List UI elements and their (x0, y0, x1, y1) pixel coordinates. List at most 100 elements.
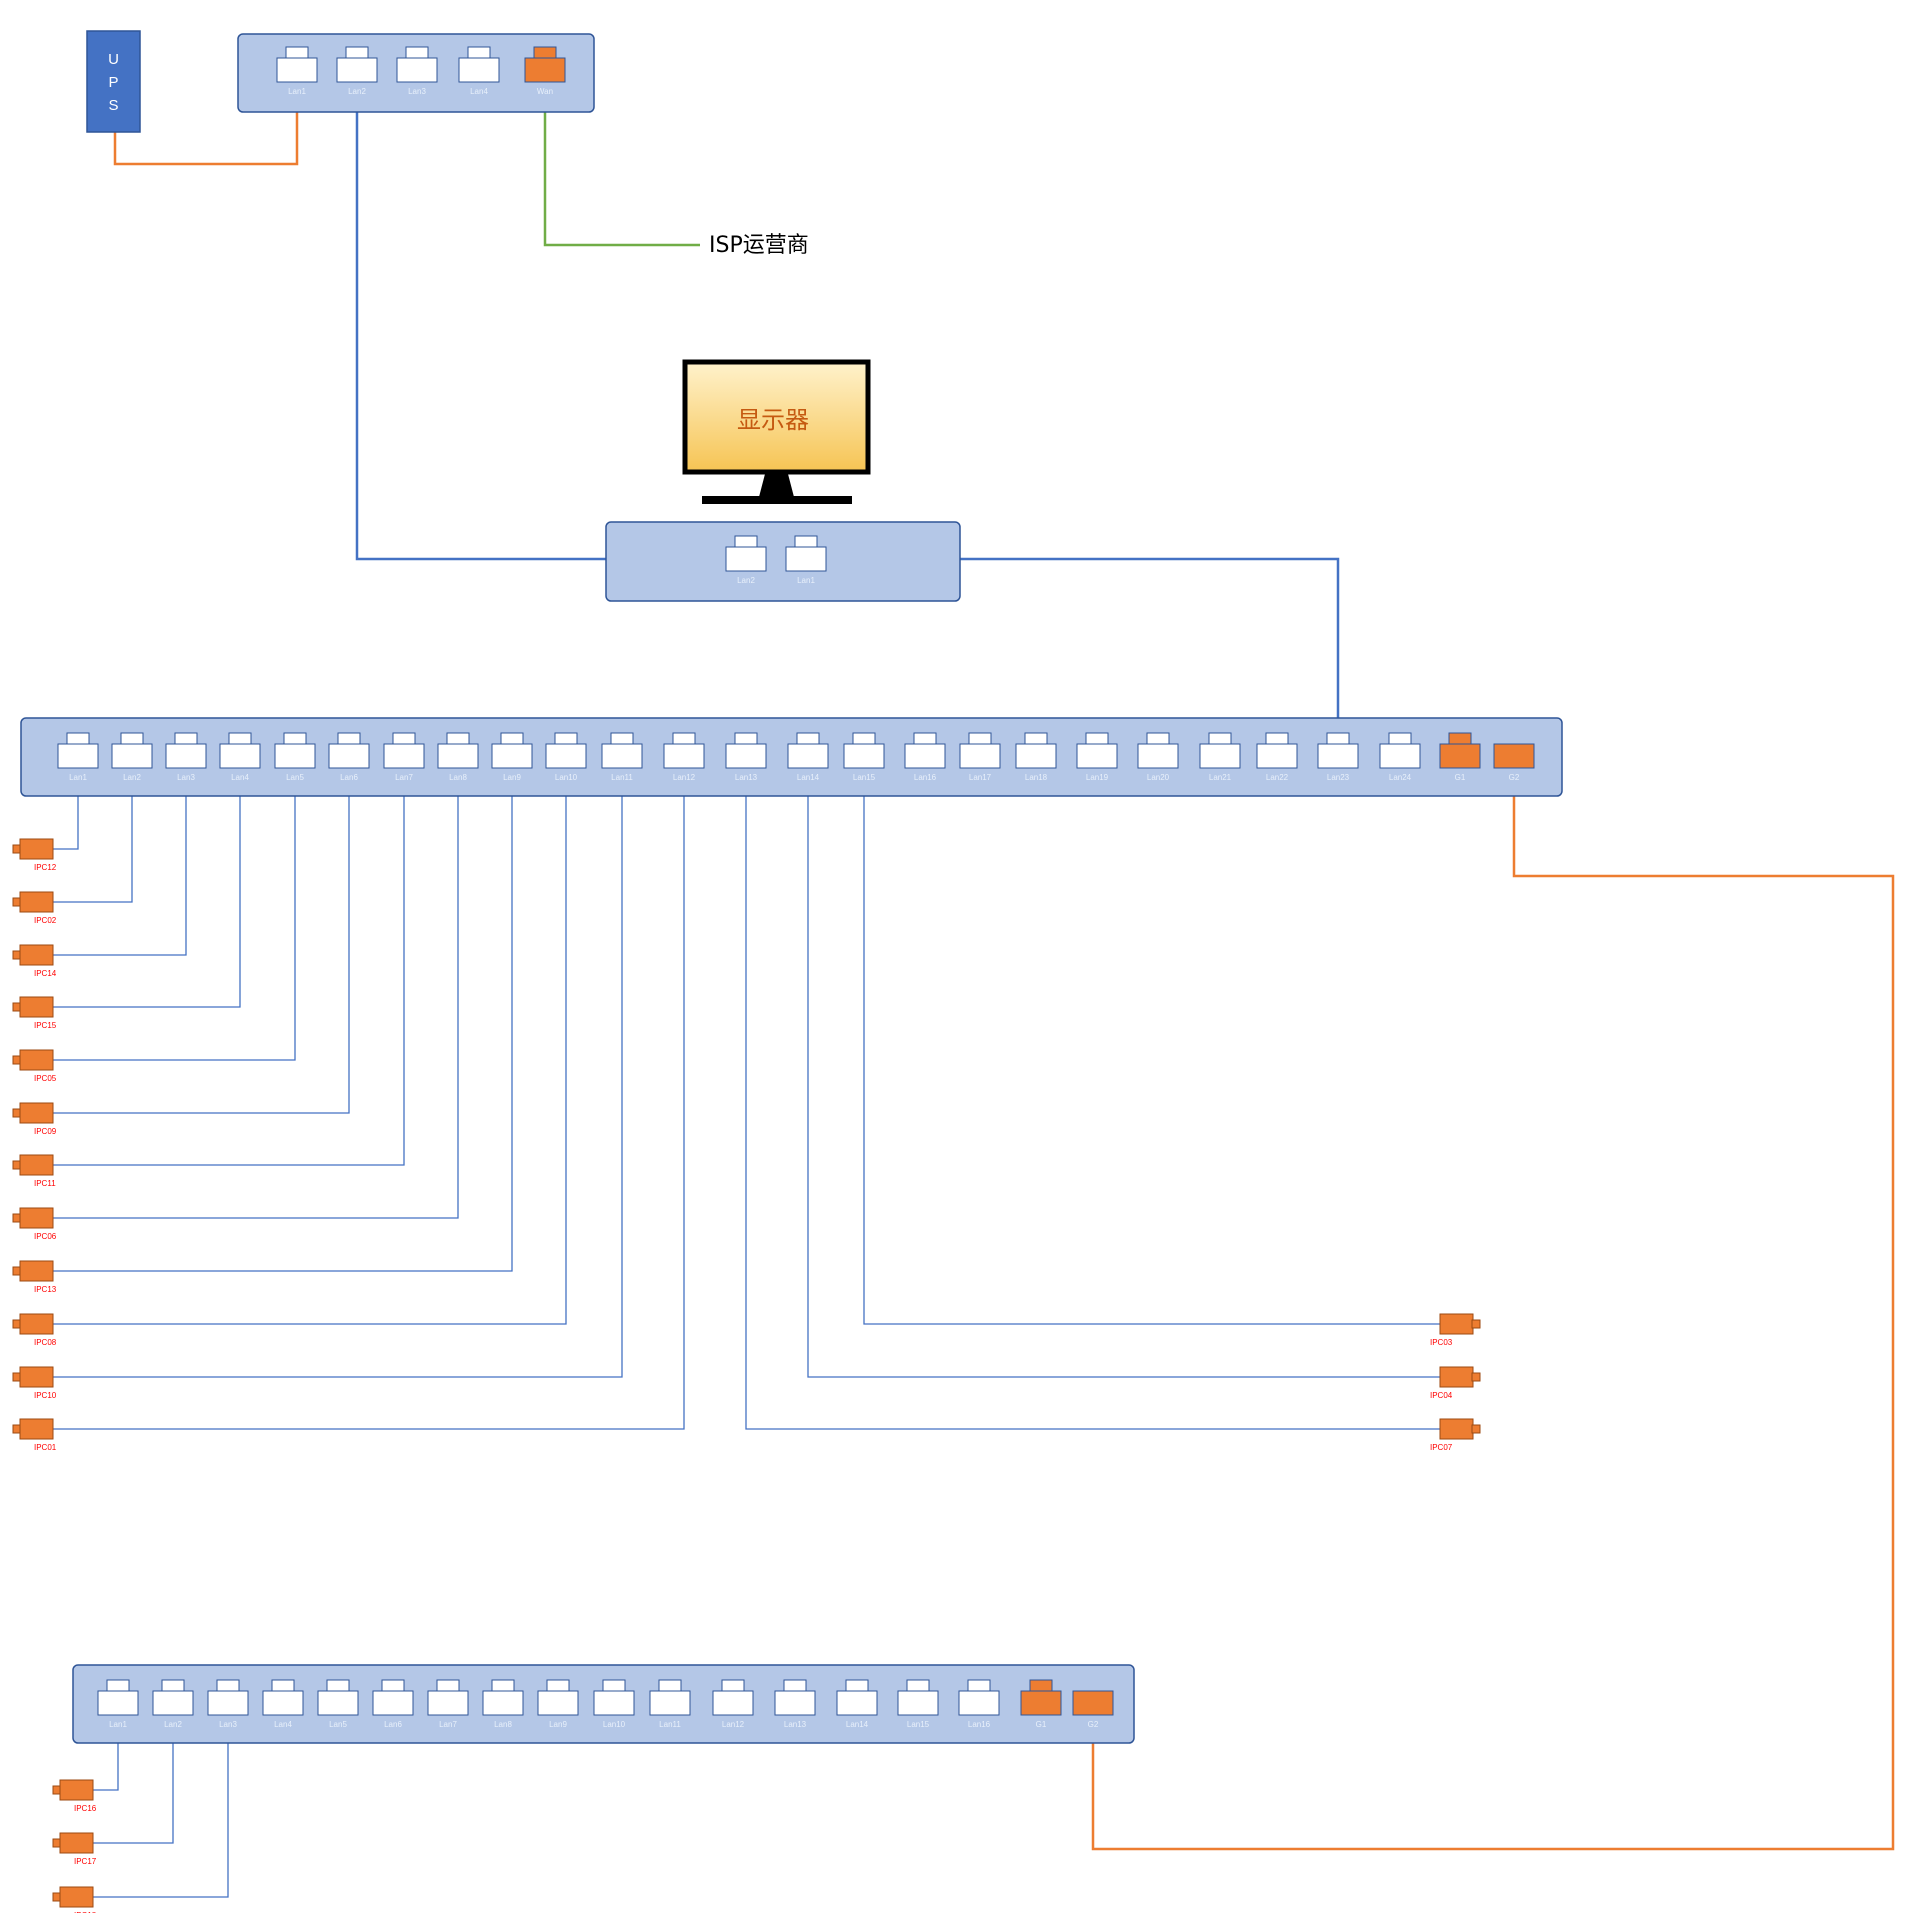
switch1-port-g1[interactable]: G1 (1439, 732, 1481, 782)
switch1-port-lan3[interactable]: Lan3 (165, 732, 207, 782)
camera-ipc05[interactable]: IPC05 (12, 1049, 57, 1083)
switch1-port-label: Lan11 (611, 773, 633, 782)
switch2-port-lan7[interactable]: Lan7 (427, 1679, 469, 1729)
ups-letter-p: P (108, 74, 118, 91)
switch1-port-lan10[interactable]: Lan10 (545, 732, 587, 782)
camera-ipc12[interactable]: IPC12 (12, 838, 57, 872)
camera-ipc15[interactable]: IPC15 (12, 996, 57, 1030)
camera-body (19, 1313, 54, 1335)
nvr-port-label: Lan2 (737, 576, 755, 585)
switch1-port-lan15[interactable]: Lan15 (843, 732, 885, 782)
switch1-port-lan11[interactable]: Lan11 (601, 732, 643, 782)
switch2-port-lan10[interactable]: Lan10 (593, 1679, 635, 1729)
nvr-port-label: Lan1 (797, 576, 815, 585)
nvr-port-lan2[interactable]: Lan2 (725, 535, 767, 585)
switch1-port-lan18[interactable]: Lan18 (1015, 732, 1057, 782)
router-port-wan[interactable]: Wan (524, 46, 566, 96)
isp-label: ISP运营商 (709, 233, 809, 258)
switch2-port-lan2[interactable]: Lan2 (152, 1679, 194, 1729)
router-port-lan2[interactable]: Lan2 (336, 46, 378, 96)
ups-device[interactable]: U P S (86, 30, 141, 133)
camera-label: IPC08 (34, 1338, 57, 1347)
camera-ipc13[interactable]: IPC13 (12, 1260, 57, 1294)
switch2-port-lan13[interactable]: Lan13 (774, 1679, 816, 1729)
switch1-port-lan20[interactable]: Lan20 (1137, 732, 1179, 782)
switch2-port-lan4[interactable]: Lan4 (262, 1679, 304, 1729)
camera-ipc03[interactable]: IPC03 (1430, 1313, 1481, 1347)
camera-label: IPC12 (34, 863, 57, 872)
switch2-port-lan9[interactable]: Lan9 (537, 1679, 579, 1729)
switch1-port-label: Lan23 (1327, 773, 1350, 782)
switch2-port-lan5[interactable]: Lan5 (317, 1679, 359, 1729)
switch2-port-lan8[interactable]: Lan8 (482, 1679, 524, 1729)
switch1-port-lan21[interactable]: Lan21 (1199, 732, 1241, 782)
switch2-port-g2[interactable]: G2 (1072, 1690, 1114, 1729)
switch1-port-g2[interactable]: G2 (1493, 743, 1535, 782)
switch2-port-lan11[interactable]: Lan11 (649, 1679, 691, 1729)
monitor-device[interactable]: 显示器 (682, 359, 871, 504)
nvr-device[interactable]: Lan2 Lan1 (605, 521, 961, 602)
camera-ipc06[interactable]: IPC06 (12, 1207, 57, 1241)
switch2-port-label: Lan5 (329, 1720, 347, 1729)
router-port-label: Lan2 (348, 87, 366, 96)
camera-ipc07[interactable]: IPC07 (1430, 1418, 1481, 1452)
switch1-port-label: Lan4 (231, 773, 249, 782)
switch1-port-lan6[interactable]: Lan6 (328, 732, 370, 782)
switch1-port-lan24[interactable]: Lan24 (1379, 732, 1421, 782)
switch1-port-lan23[interactable]: Lan23 (1317, 732, 1359, 782)
switch2-port-g1[interactable]: G1 (1020, 1679, 1062, 1729)
switch1-port-label: G2 (1509, 773, 1520, 782)
switch2-port-lan6[interactable]: Lan6 (372, 1679, 414, 1729)
camera-label: IPC06 (34, 1232, 57, 1241)
switch1-port-lan8[interactable]: Lan8 (437, 732, 479, 782)
switch1-port-lan22[interactable]: Lan22 (1256, 732, 1298, 782)
switch1-port-lan2[interactable]: Lan2 (111, 732, 153, 782)
switch2-port-lan14[interactable]: Lan14 (836, 1679, 878, 1729)
switch2-port-lan15[interactable]: Lan15 (897, 1679, 939, 1729)
switch1-port-lan13[interactable]: Lan13 (725, 732, 767, 782)
camera-ipc04[interactable]: IPC04 (1430, 1366, 1481, 1400)
switch2-port-lan16[interactable]: Lan16 (958, 1679, 1000, 1729)
switch1-port-lan7[interactable]: Lan7 (383, 732, 425, 782)
switch1-port-lan5[interactable]: Lan5 (274, 732, 316, 782)
camera-ipc10[interactable]: IPC10 (12, 1366, 57, 1400)
router-port-lan3[interactable]: Lan3 (396, 46, 438, 96)
switch2-port-lan3[interactable]: Lan3 (207, 1679, 249, 1729)
switch1-port-lan1[interactable]: Lan1 (57, 732, 99, 782)
wire-ipc02 (53, 768, 133, 903)
camera-ipc08[interactable]: IPC08 (12, 1313, 57, 1347)
switch1-port-lan12[interactable]: Lan12 (663, 732, 705, 782)
switch1-port-lan17[interactable]: Lan17 (959, 732, 1001, 782)
camera-ipc01[interactable]: IPC01 (12, 1418, 57, 1452)
wire-ipc03 (863, 768, 1440, 1325)
nvr-port-lan1[interactable]: Lan1 (785, 535, 827, 585)
switch1-port-lan16[interactable]: Lan16 (904, 732, 946, 782)
switch1-port-lan4[interactable]: Lan4 (219, 732, 261, 782)
camera-label: IPC09 (34, 1127, 57, 1136)
switch1-port-lan9[interactable]: Lan9 (491, 732, 533, 782)
switch1-port-label: Lan10 (555, 773, 578, 782)
camera-ipc09[interactable]: IPC09 (12, 1102, 57, 1136)
switch2-port-lan12[interactable]: Lan12 (712, 1679, 754, 1729)
camera-body (19, 838, 54, 860)
switch2-port-lan1[interactable]: Lan1 (97, 1679, 139, 1729)
camera-body (19, 1260, 54, 1282)
camera-ipc18[interactable]: IPC18 (52, 1886, 97, 1913)
camera-ipc14[interactable]: IPC14 (12, 944, 57, 978)
switch1-port-label: Lan8 (449, 773, 467, 782)
switch1-port-lan19[interactable]: Lan19 (1076, 732, 1118, 782)
switch1-port-label: Lan13 (735, 773, 758, 782)
router-port-lan1[interactable]: Lan1 (276, 46, 318, 96)
camera-ipc17[interactable]: IPC17 (52, 1832, 97, 1866)
camera-ipc02[interactable]: IPC02 (12, 891, 57, 925)
router-port-lan4[interactable]: Lan4 (458, 46, 500, 96)
camera-label: IPC07 (1430, 1443, 1453, 1452)
camera-ipc11[interactable]: IPC11 (12, 1154, 56, 1188)
camera-ipc16[interactable]: IPC16 (52, 1779, 97, 1813)
switch1-port-lan14[interactable]: Lan14 (787, 732, 829, 782)
